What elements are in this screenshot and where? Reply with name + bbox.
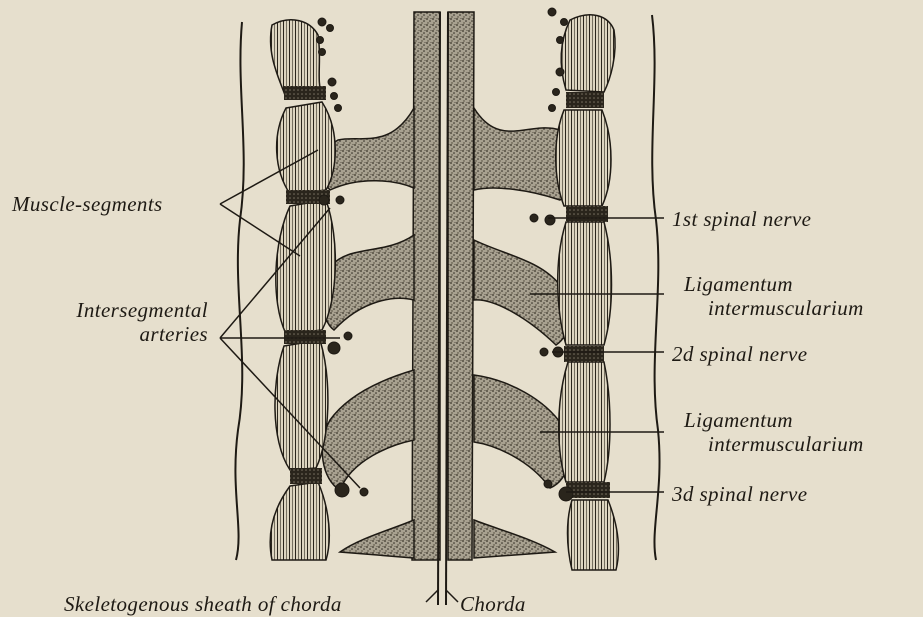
left-septum-3	[284, 330, 326, 344]
left-septum-4	[290, 468, 322, 484]
left-body-wall-line	[235, 22, 243, 560]
label-ligamentum-1: Ligamentum intermuscularium	[684, 272, 864, 320]
right-sclerotome-2	[474, 240, 570, 345]
left-septum-1	[284, 86, 326, 100]
left-sclerotome-4	[340, 520, 414, 558]
right-muscle-segment-3	[558, 222, 612, 345]
label-muscle-segments: Muscle-segments	[12, 192, 163, 216]
label-ligamentum-2: Ligamentum intermuscularium	[684, 408, 864, 456]
skeletogenous-sheath-right	[448, 12, 474, 560]
right-muscle-segment-5	[568, 500, 619, 570]
right-muscle-segment-4	[559, 362, 610, 482]
right-septum-1	[566, 92, 604, 108]
left-sclerotome-2	[322, 235, 414, 330]
label-2d-spinal-nerve: 2d spinal nerve	[672, 342, 807, 366]
right-body-wall-line	[652, 15, 660, 560]
label-3d-spinal-nerve: 3d spinal nerve	[672, 482, 807, 506]
right-septum-3	[564, 346, 604, 362]
skeletogenous-sheath-left	[412, 12, 440, 560]
right-muscle-segment-1	[561, 15, 615, 92]
label-1st-spinal-nerve: 1st spinal nerve	[672, 207, 811, 231]
left-muscle-segment-2	[277, 102, 336, 194]
label-chorda: Chorda	[460, 592, 526, 616]
right-septum-2	[566, 206, 608, 222]
right-sclerotome-4	[474, 520, 555, 558]
left-muscle-segment-3	[276, 200, 336, 334]
left-muscle-segment-5	[270, 482, 329, 560]
label-intersegmental-arteries: Intersegmental arteries	[12, 298, 208, 346]
left-sclerotome-3	[322, 370, 414, 490]
right-muscle-segment-2	[556, 110, 611, 206]
label-skeletogenous-sheath: Skeletogenous sheath of chorda	[64, 592, 342, 616]
